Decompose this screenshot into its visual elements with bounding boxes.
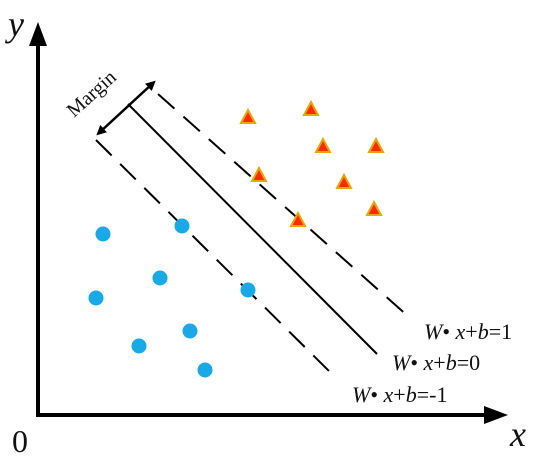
equation-upper-margin: W• x+b=1: [424, 319, 512, 344]
equation-decision-boundary: W• x+b=0: [392, 350, 480, 375]
y-axis-label: y: [5, 4, 24, 44]
circle-point: [152, 270, 168, 286]
y-axis-arrowhead: [29, 22, 47, 46]
x-axis-label: x: [509, 414, 526, 454]
upper-margin-line: [157, 93, 411, 319]
circle-point: [174, 218, 190, 234]
equation-lower-margin: W• x+b=-1: [352, 382, 447, 407]
circle-point: [182, 323, 198, 339]
positive-class-points: [239, 99, 385, 227]
margin-arrow: [96, 80, 156, 136]
axes: [29, 22, 508, 424]
hyperplanes: [95, 93, 411, 379]
triangle-point: [367, 136, 385, 153]
triangle-point: [365, 199, 383, 216]
lower-margin-line: [95, 139, 337, 379]
decision-boundary-line: [127, 103, 378, 355]
triangle-point: [289, 210, 307, 227]
triangle-point: [250, 165, 268, 182]
triangle-point: [302, 99, 320, 116]
triangle-point: [314, 136, 332, 153]
circle-point: [197, 362, 213, 378]
circle-point: [88, 290, 104, 306]
origin-label: 0: [12, 423, 28, 459]
triangle-point: [335, 172, 353, 189]
margin-label: Margin: [63, 66, 121, 122]
margin-indicator: Margin: [63, 66, 156, 136]
x-axis-arrowhead: [484, 406, 508, 424]
circle-point: [131, 338, 147, 354]
triangle-point: [239, 107, 257, 124]
negative-class-points: [88, 218, 256, 378]
circle-point: [240, 282, 256, 298]
circle-point: [95, 226, 111, 242]
